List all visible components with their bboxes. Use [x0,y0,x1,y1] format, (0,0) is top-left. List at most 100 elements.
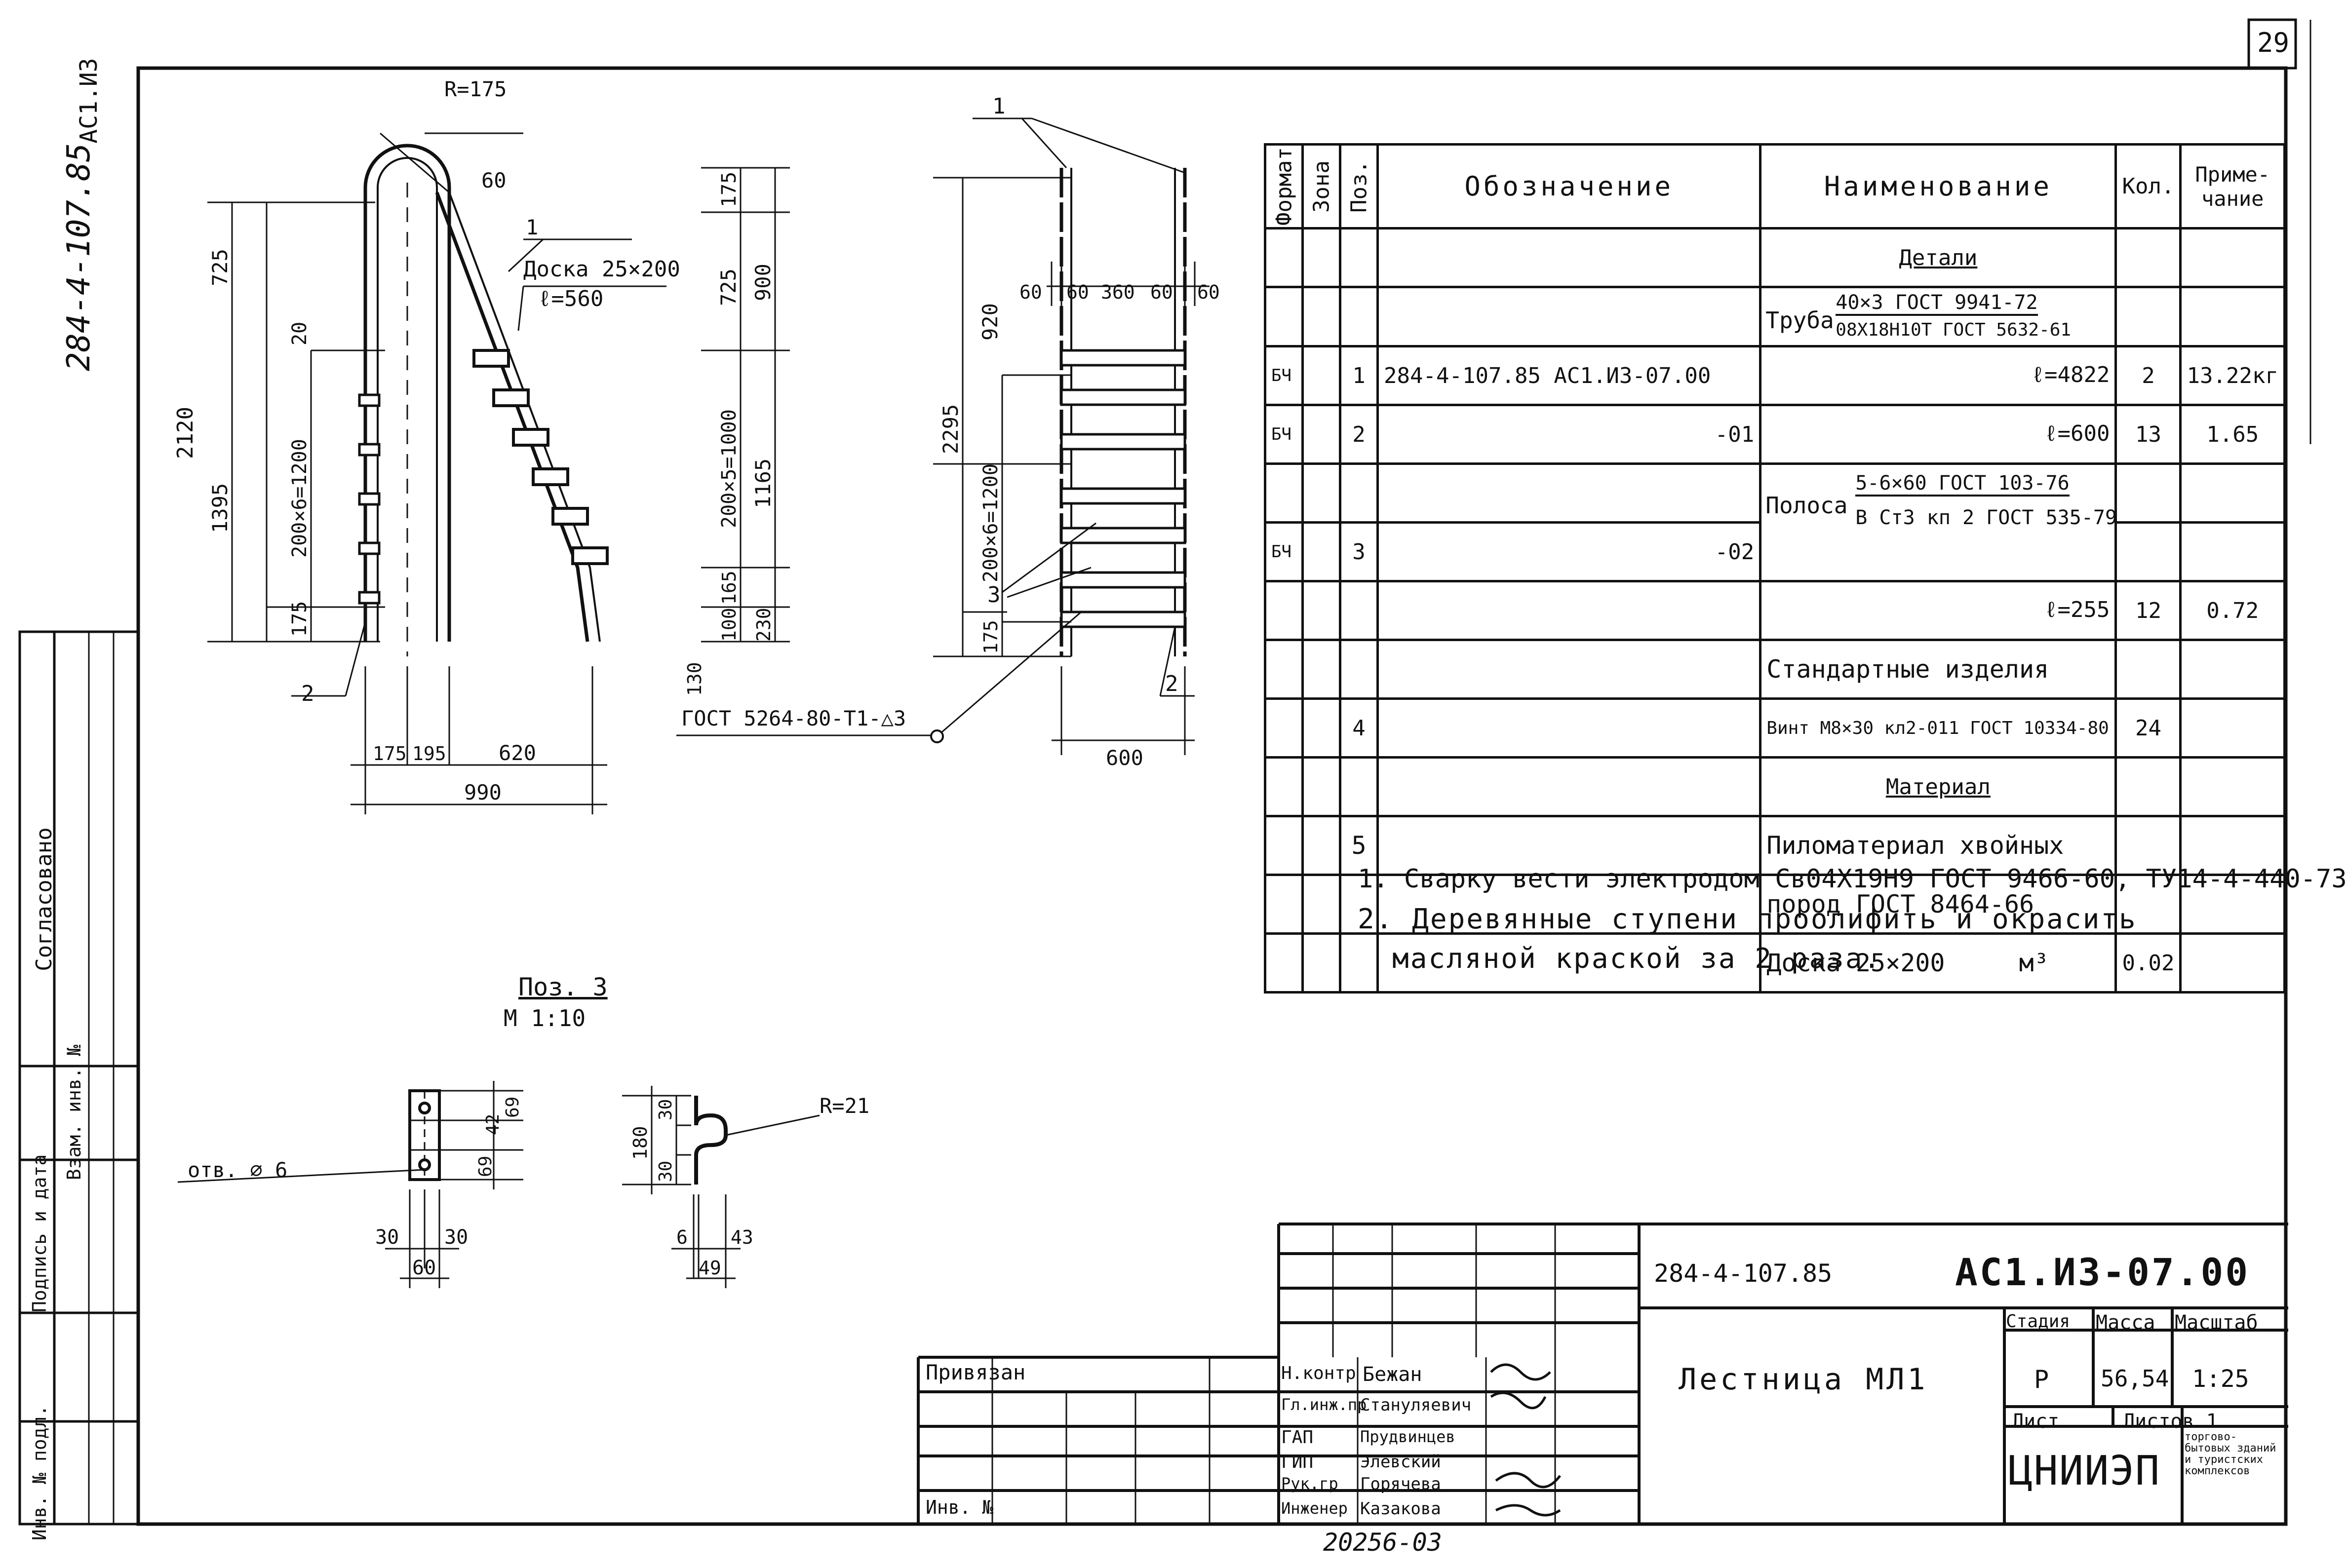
row2-note: 1.65 [2179,404,2286,465]
row3-code: -02 [1376,521,1762,582]
strip-label: Полоса [1765,492,1848,519]
archive-stamp: 20256-03 [1323,1528,1442,1557]
v2-dim-60a: 60 [1019,281,1042,303]
mat-line2: пород ГОСТ 8464-66 [1759,874,2117,935]
tb-role-6: Инженер [1281,1499,1348,1518]
mat-line3: Доска 25×200 [1766,949,1945,977]
tb-stage: Р [2034,1365,2049,1394]
pipe-cell: Труба 40×3 ГОСТ 9941-72 08Х18Н10Т ГОСТ 5… [1759,286,2117,347]
tb-sign-3: Прудвинцев [1360,1427,1455,1446]
row1-note: 13.22кг [2179,345,2286,406]
v2-dim-steps: 200×6=1200 [979,463,1002,582]
v1-callout-1: 1 [526,215,538,239]
v1-dim-2120: 2120 [173,407,198,459]
v1-radius: R=175 [444,77,507,101]
v1-dim-1395: 1395 [208,483,232,533]
hdr-note: Приме- чание [2179,143,2286,229]
mat-line1: Пиломатериал хвойных [1759,815,2117,876]
pos3-a-30l: 30 [375,1226,399,1249]
tb-name: Лестница МЛ1 [1679,1362,1928,1397]
tb-sign-5: Горячева [1360,1474,1441,1494]
v1-dim-100: 100 [718,608,740,642]
sheet-number: 29 [2257,27,2290,58]
v1-callout-2: 2 [301,681,314,706]
tb-sign-4: Элевский [1360,1452,1441,1472]
strip-bot: В Ст3 кп 2 ГОСТ 535-79 [1855,506,2117,529]
tb-mass-h: Масса [2096,1311,2155,1334]
row2-pos: 2 [1339,404,1379,465]
v1-dim-steps: 200×6=1200 [288,439,311,558]
pos3-b-180: 180 [629,1126,651,1160]
tb-role-3: ГАП [1281,1427,1314,1448]
v2-dim-600: 600 [1106,746,1143,770]
hdr-qty: Кол. [2114,143,2182,229]
row3-note: 0.72 [2179,580,2286,641]
mat-line3-cell: Доска 25×200 м³ [1759,932,2117,994]
row1-qty: 2 [2114,345,2182,406]
v1-dim-725: 725 [208,249,232,286]
strip-top: 5-6×60 ГОСТ 103-76 [1855,472,2070,497]
tb-scale-h: Масштаб [2175,1311,2258,1334]
pos3-a-69b: 69 [475,1156,496,1177]
side-code: 284-4-107.85 [61,143,97,371]
v2-callout-1: 1 [992,94,1006,119]
hdr-zone: Зона [1302,144,1340,229]
v1-dim-165: 165 [718,571,740,605]
hdr-pos: Поз. [1340,144,1378,229]
note-1: 1. Сварку вести электродом Св04Х19Н9 ГОС… [1358,864,2347,894]
v1-dim-b990: 990 [464,780,502,804]
v1-dim-900: 900 [751,264,775,301]
v2-dim-175: 175 [980,620,1002,654]
v1-dim-230: 230 [753,608,775,642]
row3-qty: 12 [2114,580,2182,641]
tb-code: 284-4-107.85 [1654,1259,1833,1288]
row2-code: -01 [1376,404,1762,465]
row2-name: ℓ=600 [1759,404,2117,465]
tb-role-5: Рук.гр [1281,1474,1338,1493]
section-material: Материал [1759,756,2117,817]
v1-dim-175r: 175 [718,172,741,207]
v2-dim-360: 360 [1101,281,1135,303]
pos3-radius: R=21 [820,1094,869,1118]
screw-pos: 4 [1339,697,1379,759]
v2-dim-60b: 60 [1066,281,1089,303]
v2-dim-920: 920 [978,303,1002,341]
v2-dim-60d: 60 [1197,281,1220,303]
side-replace: Взам. инв. № [63,1044,85,1181]
tb-sheets-h: Листов 1 [2123,1410,2218,1433]
pos3-title: Поз. 3 [518,973,608,1001]
side-inv-orig: Инв. № подл. [29,1405,50,1541]
tb-mass: 56,54 [2101,1365,2169,1392]
mat-unit: м³ [2019,949,2049,977]
pos3-b-30a: 30 [656,1099,676,1120]
tb-sign-1: Бежан [1363,1363,1422,1386]
hdr-name: Наименование [1759,143,2117,229]
v1-dim-b620: 620 [499,741,536,765]
row1-fmt: БЧ [1263,345,1304,406]
row3-fmt: БЧ [1263,521,1304,582]
row1-pos: 1 [1339,345,1379,406]
row2-fmt: БЧ [1263,404,1304,465]
v1-angle: 60 [481,168,507,192]
hdr-format: Формат [1265,144,1303,229]
pos3-hole: отв. ⌀ 6 [188,1158,287,1182]
tb-role-2: Гл.инж.пр [1281,1395,1367,1414]
tb-org: ЦНИИЭП [2008,1448,2161,1494]
ladder-side-view: R=175 60 1 Доска 25×200 ℓ=560 2 725 20 2… [173,77,790,814]
v2-weld-note: ГОСТ 5264-80-Т1-△3 [681,706,906,730]
v1-dim-130: 130 [684,662,705,696]
row3-name: ℓ=255 [1759,580,2117,641]
title-block-grid [917,1223,2288,1525]
row2-qty: 13 [2114,404,2182,465]
tb-scale: 1:25 [2192,1365,2249,1393]
screw-name: Винт М8×30 кл2-011 ГОСТ 10334-80 [1759,697,2117,759]
row1-name: ℓ=4822 [1759,345,2117,406]
section-standard: Стандартные изделия [1759,639,2117,700]
pos3-a-60: 60 [412,1257,436,1279]
v1-board-2: ℓ=560 [538,286,603,311]
mat-pos: 5 [1339,815,1379,876]
strip-cell: Полоса 5-6×60 ГОСТ 103-76 В Ст3 кп 2 ГОС… [1759,462,2117,582]
note-3: масляной краской за 2 раза. [1392,943,1882,975]
pos3-b-30b: 30 [656,1161,676,1182]
